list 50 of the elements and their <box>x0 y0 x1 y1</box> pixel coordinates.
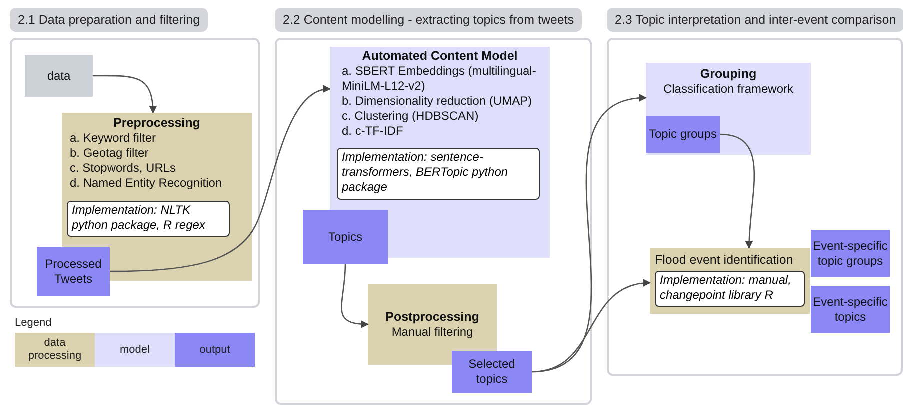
implementation-note: Implementation: manual, changepoint library R <box>660 273 792 303</box>
box-label: Topic groups <box>648 127 718 142</box>
box-label: Selected topics <box>468 357 516 387</box>
box-label: Processed Tweets <box>44 256 103 286</box>
box-heading: Postprocessing <box>386 309 480 325</box>
list-item: a. SBERT Embeddings (multilingual-MiniLM-L12-v2) <box>342 64 538 94</box>
arrow <box>341 264 369 328</box>
section-heading: 2.1 Data preparation and filtering <box>10 8 208 32</box>
output-box <box>303 210 388 264</box>
output-box <box>452 351 532 393</box>
process-box <box>650 248 810 314</box>
section-heading: 2.3 Topic interpretation and inter-event comparison <box>607 8 903 32</box>
box-label: Event-specific topic groups <box>812 238 889 268</box>
list-item: a. Keyword filter <box>70 131 158 146</box>
model-box <box>646 63 811 155</box>
box-subtitle: Classification framework <box>663 82 794 97</box>
legend-title: Legend <box>15 316 52 331</box>
implementation-box <box>655 271 805 307</box>
box-subtitle: Manual filtering <box>392 325 474 340</box>
arrow <box>532 280 651 373</box>
implementation-box <box>337 148 540 200</box>
legend-swatch: data processing <box>15 333 95 367</box>
arrow <box>110 86 331 272</box>
output-box <box>811 286 890 333</box>
box-label: data <box>47 68 71 84</box>
box-label: Event-specific topics <box>812 294 889 324</box>
box-heading: Preprocessing <box>112 115 202 131</box>
implementation-note: Implementation: sentence-transformers, BERTopic python package <box>342 150 510 195</box>
list-item: c. Stopwords, URLs <box>70 161 178 176</box>
list-item: d. Named Entity Recognition <box>70 176 224 191</box>
output-box <box>37 247 110 296</box>
box-heading: Automated Content Model <box>361 48 519 64</box>
arrow <box>720 134 756 249</box>
arrow <box>93 75 157 114</box>
output-box <box>646 116 720 153</box>
list-item: c. Clustering (HDBSCAN) <box>342 109 480 124</box>
box-heading: Grouping <box>700 66 757 82</box>
data-box <box>25 55 93 97</box>
list-item: b. Geotag filter <box>70 146 150 161</box>
box-heading: Flood event identification <box>655 252 794 268</box>
legend-swatch: output <box>175 333 255 367</box>
box-label: Topics <box>328 230 362 244</box>
model-box <box>330 47 550 258</box>
list-item: b. Dimensionality reduction (UMAP) <box>342 94 534 109</box>
list-item: d. c-TF-IDF <box>342 124 404 139</box>
implementation-note: Implementation: NLTK python package, R regex <box>72 203 206 233</box>
implementation-box <box>67 201 230 237</box>
legend-swatch: model <box>95 333 175 367</box>
output-box <box>811 230 890 277</box>
section-heading: 2.2 Content modelling - extracting topics from tweets <box>275 8 582 32</box>
